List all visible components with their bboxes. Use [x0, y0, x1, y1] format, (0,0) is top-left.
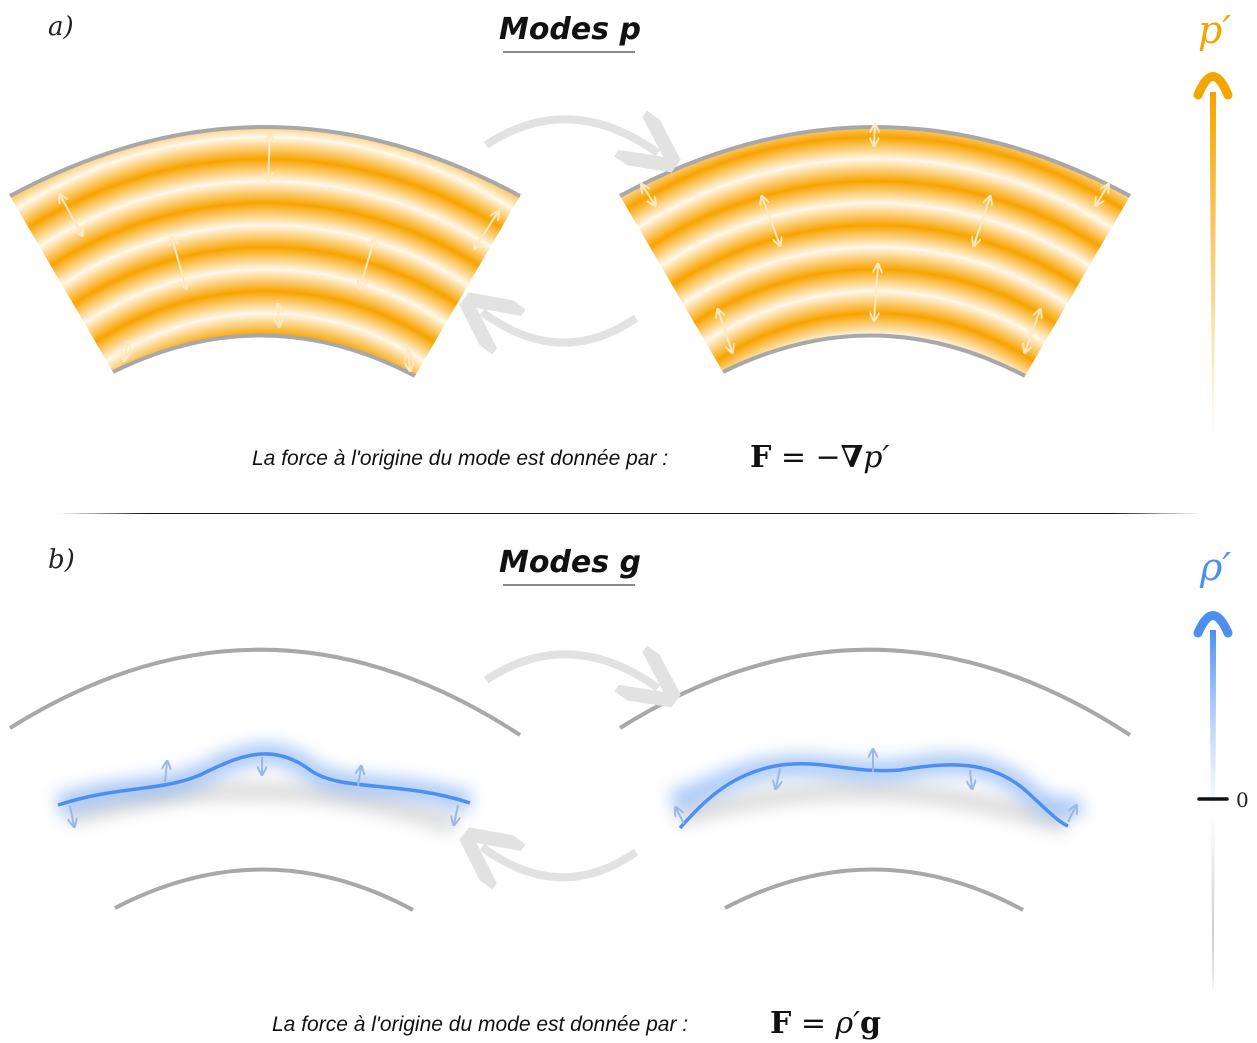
- panel-a-label: a): [48, 12, 74, 42]
- p-mode-shell-left: [9, 125, 521, 378]
- pressure-perturbation-symbol: p′: [863, 440, 890, 475]
- density-perturbation-symbol: ρ′: [835, 1006, 860, 1041]
- panel-a-caption: La force à l'origine du mode est donnée …: [252, 447, 669, 470]
- panel-b-title: Modes g: [498, 545, 642, 580]
- panel-b-caption: La force à l'origine du mode est donnée …: [272, 1013, 689, 1036]
- panel-a-title: Modes p: [498, 12, 642, 47]
- p-prime-scale-label: p′: [1198, 8, 1231, 52]
- panel-b-title-underline: [503, 584, 635, 586]
- panel-a-title-underline: [503, 51, 635, 53]
- scale-arrow-icon: [1193, 72, 1233, 452]
- g-mode-shell-right: [618, 647, 1132, 912]
- force-symbol: F: [750, 440, 772, 475]
- panel-a-formula: F = −∇p′: [750, 440, 889, 475]
- scale-zero-label: 0: [1236, 788, 1249, 812]
- panel-divider: [58, 513, 1200, 514]
- gravity-symbol: g: [859, 1006, 881, 1041]
- formula-equals: =: [791, 1006, 836, 1041]
- panel-b-label: b): [48, 545, 75, 575]
- panel-b-formula: F = ρ′g: [770, 1006, 881, 1041]
- cycle-arrow-icon: [482, 119, 658, 342]
- p-mode-shell-right: [619, 125, 1131, 378]
- cycle-arrow-icon: [482, 654, 658, 877]
- formula-equals: = −: [771, 440, 841, 475]
- g-mode-shell-left: [8, 647, 522, 912]
- force-symbol: F: [770, 1006, 792, 1041]
- rho-prime-scale-label: ρ′: [1200, 545, 1231, 589]
- nabla-symbol: ∇: [840, 440, 864, 475]
- scale-arrow-icon: [1193, 611, 1233, 995]
